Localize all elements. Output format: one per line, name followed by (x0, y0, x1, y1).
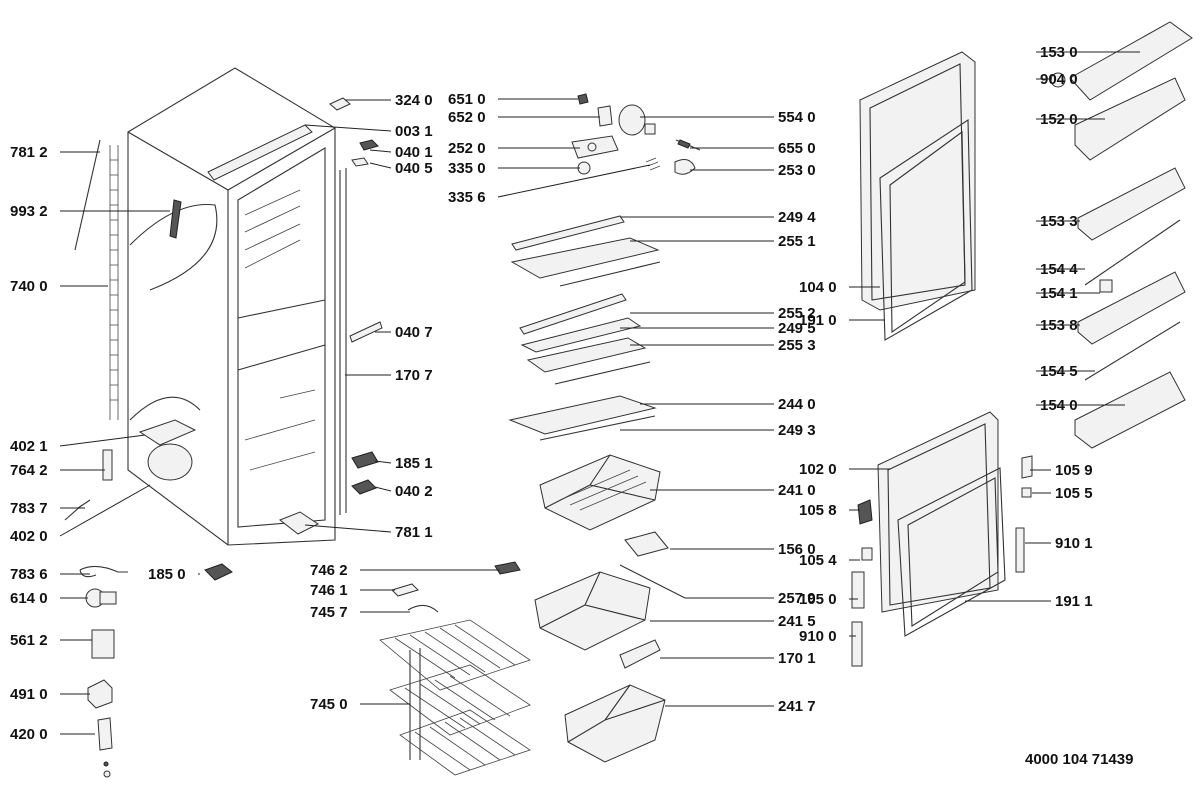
part-label-910-1: 910 1 (1055, 535, 1093, 552)
leader-line-402-0 (59, 484, 151, 537)
part-label-241-7: 241 7 (778, 698, 816, 715)
part-label-191-1: 191 1 (1055, 593, 1093, 610)
drawers (534, 454, 686, 763)
freezer-door (851, 411, 1033, 667)
part-label-746-2: 746 2 (310, 562, 348, 579)
part-label-241-0: 241 0 (778, 482, 816, 499)
part-label-746-1: 746 1 (310, 582, 348, 599)
wire-baskets (379, 561, 531, 776)
part-label-249-4: 249 4 (778, 209, 816, 226)
part-label-170-7: 170 7 (395, 367, 433, 384)
part-label-904-0: 904 0 (1040, 71, 1078, 88)
part-label-781-1: 781 1 (395, 524, 433, 541)
part-label-249-3: 249 3 (778, 422, 816, 439)
leader-line-185-1 (374, 460, 392, 464)
part-label-655-0: 655 0 (778, 140, 816, 157)
part-label-249-5: 249 5 (778, 320, 816, 337)
lamp-icon (618, 104, 646, 136)
part-label-040-5: 040 5 (395, 160, 433, 177)
drier-icon (102, 449, 113, 481)
part-label-252-0: 252 0 (448, 140, 486, 157)
part-label-170-1: 170 1 (778, 650, 816, 667)
leader-line-040-1 (369, 149, 392, 153)
part-label-745-7: 745 7 (310, 604, 348, 621)
part-label-104-0: 104 0 (799, 279, 837, 296)
part-label-651-0: 651 0 (448, 91, 486, 108)
leader-line-040-2 (374, 486, 392, 492)
part-label-561-2: 561 2 (10, 632, 48, 649)
door-bins (1050, 21, 1193, 449)
part-label-191-0: 191 0 (799, 312, 837, 329)
leader-line-402-1 (59, 434, 146, 447)
thermostat-icon (91, 629, 115, 659)
document-number: 4000 104 71439 (1025, 751, 1133, 768)
callout-labels: 781 2 993 2 740 0 402 1 764 2 783 7 402 0 783 6… (10, 44, 1140, 743)
part-label-105-9: 105 9 (1055, 462, 1093, 479)
part-label-040-7: 040 7 (395, 324, 433, 341)
part-label-253-0: 253 0 (778, 162, 816, 179)
part-label-420-0: 420 0 (10, 726, 48, 743)
part-label-614-0: 614 0 (10, 590, 48, 607)
part-label-491-0: 491 0 (10, 686, 48, 703)
part-label-257-9: 257 9 (778, 590, 816, 607)
leader-line-335-6 (497, 164, 651, 198)
cabinet-illustration (64, 67, 347, 546)
fridge-door (859, 51, 976, 341)
part-label-003-1: 003 1 (395, 123, 433, 140)
leader-line-040-5 (369, 162, 392, 169)
part-label-244-0: 244 0 (778, 396, 816, 413)
glass-shelves (508, 215, 661, 441)
part-label-040-1: 040 1 (395, 144, 433, 161)
part-label-040-2: 040 2 (395, 483, 433, 500)
part-label-324-0: 324 0 (395, 92, 433, 109)
condenser-coil (109, 145, 119, 420)
control-unit-parts (571, 93, 701, 175)
part-label-764-2: 764 2 (10, 462, 48, 479)
hinge-parts (204, 97, 383, 581)
part-label-781-2: 781 2 (10, 144, 48, 161)
part-label-255-2: 255 2 (778, 305, 816, 322)
part-label-745-0: 745 0 (310, 696, 348, 713)
part-label-185-0: 185 0 (148, 566, 186, 583)
part-label-255-1: 255 1 (778, 233, 816, 250)
part-label-156-0: 156 0 (778, 541, 816, 558)
part-label-255-3: 255 3 (778, 337, 816, 354)
compressor-icon (147, 443, 193, 481)
part-label-105-4: 105 4 (799, 552, 837, 569)
part-label-185-1: 185 1 (395, 455, 433, 472)
part-label-105-5: 105 5 (1055, 485, 1093, 502)
part-label-402-0: 402 0 (10, 528, 48, 545)
part-label-783-7: 783 7 (10, 500, 48, 517)
part-label-105-8: 105 8 (799, 502, 837, 519)
leader-line-003-1 (304, 124, 392, 132)
part-label-105-0: 105 0 (799, 591, 837, 608)
part-label-652-0: 652 0 (448, 109, 486, 126)
part-label-783-6: 783 6 (10, 566, 48, 583)
part-label-554-0: 554 0 (778, 109, 816, 126)
electrical-components (79, 565, 128, 778)
part-label-910-0: 910 0 (799, 628, 837, 645)
part-label-241-5: 241 5 (778, 613, 816, 630)
part-label-335-6: 335 6 (448, 189, 486, 206)
leader-line-781-1 (304, 524, 392, 533)
part-label-335-0: 335 0 (448, 160, 486, 177)
part-label-993-2: 993 2 (10, 203, 48, 220)
part-label-102-0: 102 0 (799, 461, 837, 478)
part-label-402-1: 402 1 (10, 438, 48, 455)
part-label-740-0: 740 0 (10, 278, 48, 295)
